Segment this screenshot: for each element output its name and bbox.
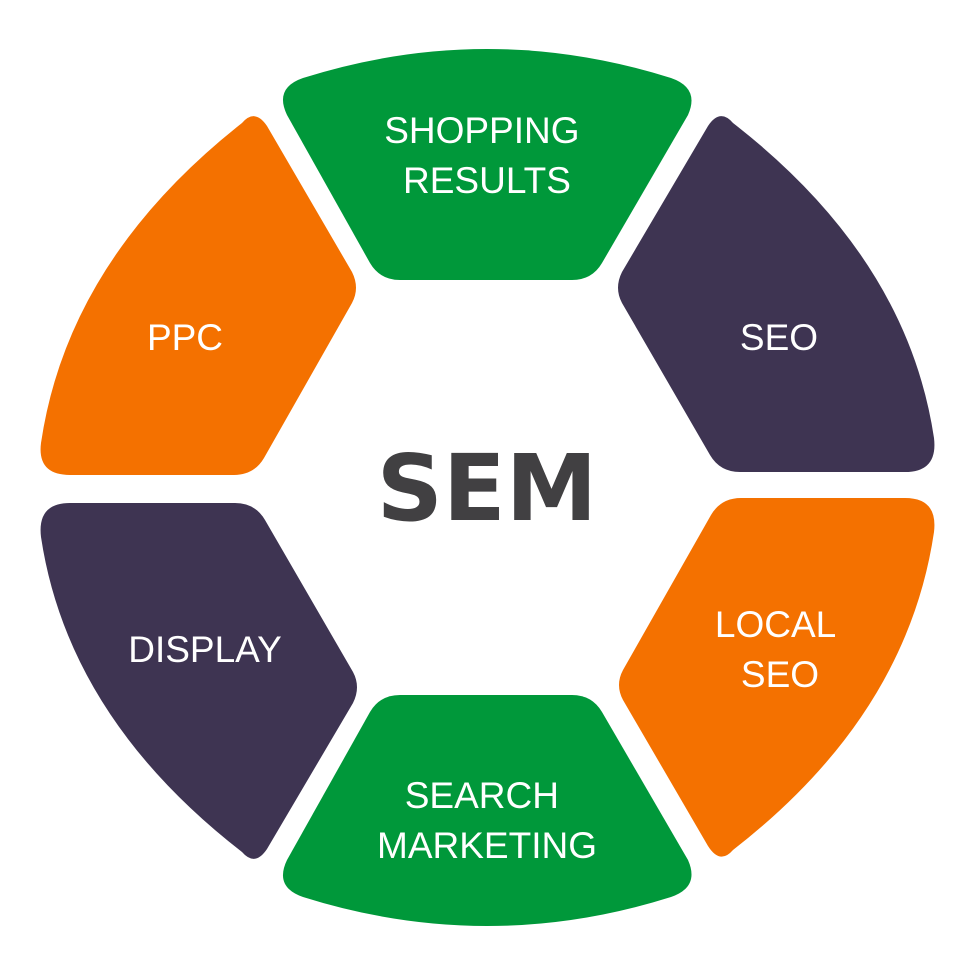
segment-search-marketing: SEARCH MARKETING [282, 695, 692, 926]
segment-label-line: SEO [741, 654, 819, 695]
segment-label-line: RESULTS [403, 160, 571, 201]
segment-shape [282, 695, 692, 926]
segment-label-line: PPC [147, 317, 223, 358]
segment-shape [619, 498, 935, 857]
segment-label-line: SEO [740, 317, 818, 358]
segment-shape [40, 503, 357, 859]
segment-shape [618, 116, 935, 472]
segment-shape [40, 116, 356, 475]
segment-label-line: LOCAL [715, 604, 836, 645]
segment-shape [282, 49, 692, 280]
segment-label-line: MARKETING [377, 825, 597, 866]
segment-local-seo: LOCAL SEO [619, 498, 935, 857]
segment-display: DISPLAY [40, 503, 357, 859]
segment-label-line: SHOPPING [384, 110, 579, 151]
segment-label-line: SEARCH [405, 775, 559, 816]
segment-label: SEARCH MARKETING [377, 775, 597, 866]
segment-label: PPC [147, 317, 223, 358]
segment-label: SHOPPING RESULTS [384, 110, 590, 201]
segment-label: LOCAL SEO [715, 604, 845, 695]
center-title: SEM [377, 435, 598, 542]
segment-label: DISPLAY [128, 629, 282, 670]
segment-seo: SEO [618, 116, 935, 472]
segment-label: SEO [740, 317, 818, 358]
segment-ppc: PPC [40, 116, 356, 475]
segment-shopping-results: SHOPPING RESULTS [282, 49, 692, 280]
segment-label-line: DISPLAY [128, 629, 282, 670]
